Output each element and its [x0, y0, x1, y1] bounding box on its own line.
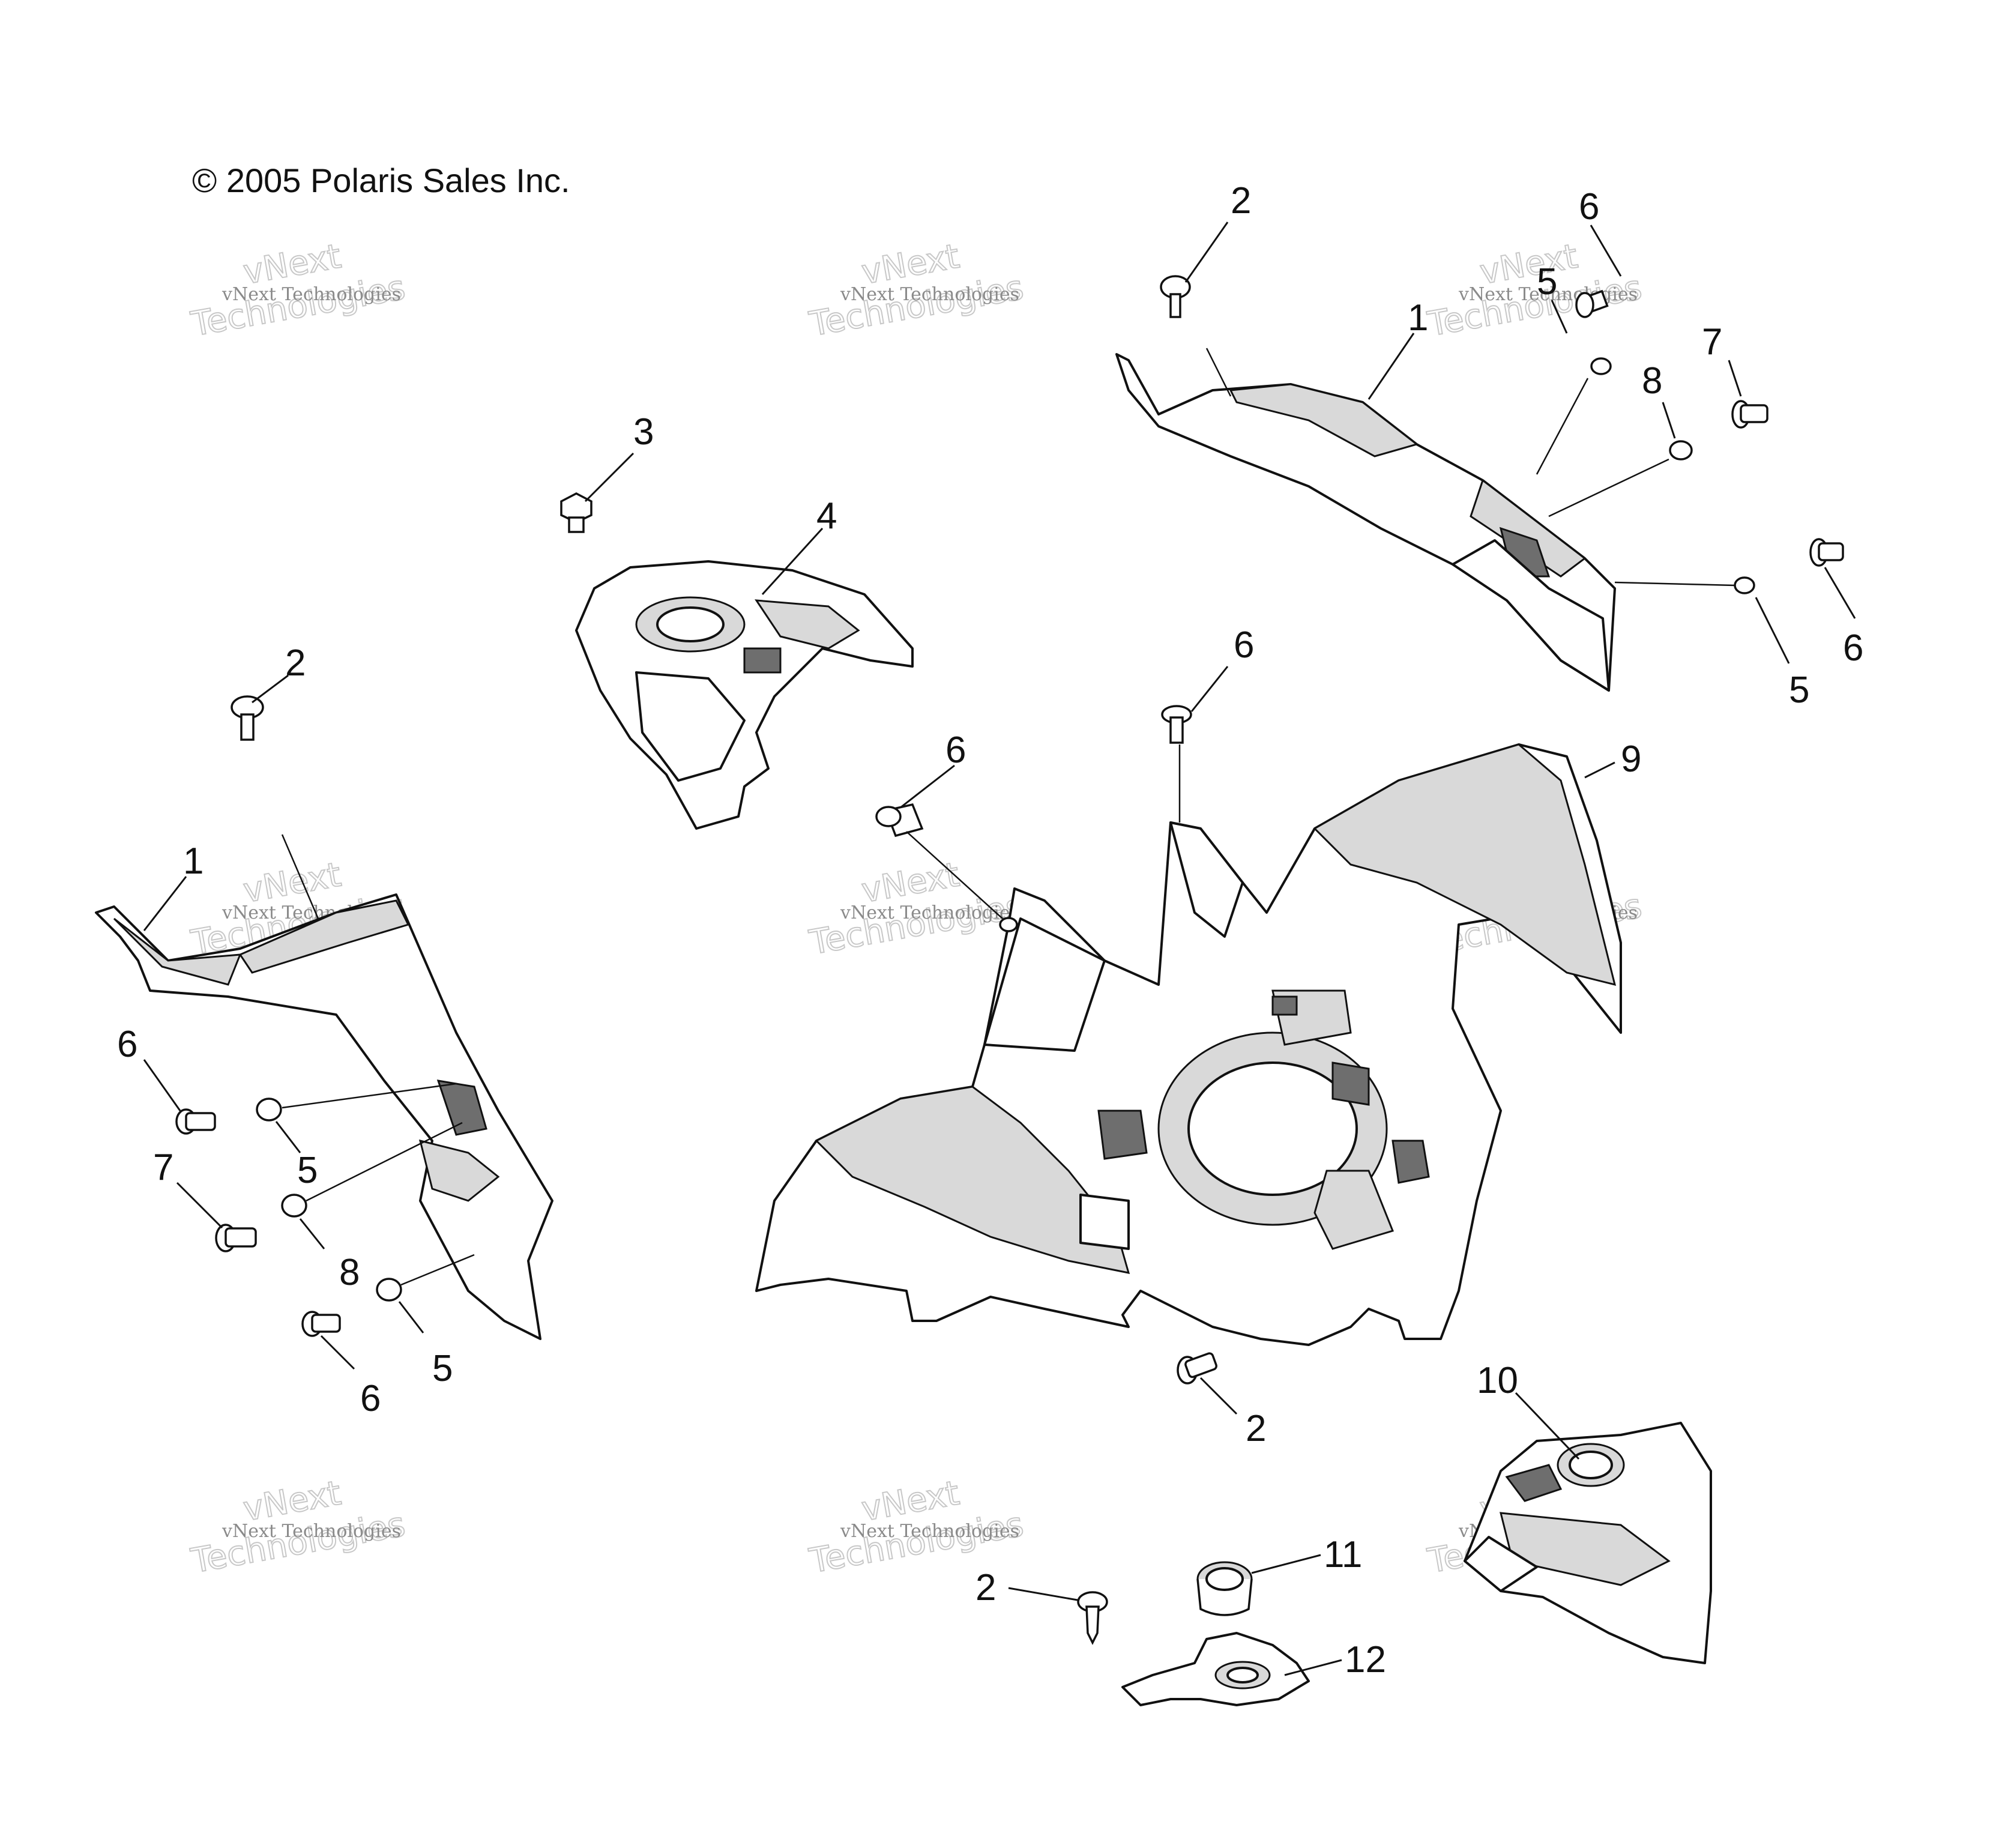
washer-5-right [1734, 576, 1755, 594]
washer-5-top [1590, 357, 1612, 375]
screw-2-bottom [1077, 1591, 1108, 1645]
screw-2-left [231, 695, 264, 741]
callout-3: 3 [633, 411, 654, 453]
part-12-bracket [1121, 1632, 1310, 1706]
callout-1-top: 1 [1408, 297, 1428, 339]
callout-5-lower-left: 5 [432, 1348, 453, 1389]
screw-2-top [1160, 275, 1191, 318]
screw-6-right [1809, 538, 1844, 567]
callout-6-center: 6 [1234, 624, 1254, 666]
callout-8-left: 8 [339, 1252, 360, 1293]
nut-center [999, 917, 1018, 932]
part-4-rear-cover [575, 560, 914, 830]
screw-6-lower-left [301, 1311, 341, 1337]
callout-1-left: 1 [183, 841, 204, 882]
screw-7-top [1731, 400, 1768, 429]
svg-text:vNext Technologies: vNext Technologies [840, 1521, 1019, 1542]
callout-7-left: 7 [153, 1147, 173, 1188]
copyright-text: © 2005 Polaris Sales Inc. [192, 162, 570, 199]
svg-text:vNext Technologies: vNext Technologies [840, 902, 1019, 923]
screw-6-top-right [1575, 289, 1609, 318]
screw-6-center-left [875, 803, 924, 838]
screw-7-left [215, 1224, 257, 1252]
callout-6-right: 6 [1843, 627, 1863, 669]
callout-10: 10 [1477, 1360, 1518, 1401]
callout-numbers: 2 6 1 5 8 7 5 6 3 4 2 6 9 6 1 6 5 7 8 5 … [117, 180, 1863, 1680]
svg-text:vNext Technologies: vNext Technologies [222, 1521, 401, 1542]
leader-lines [143, 222, 1856, 1676]
callout-9: 9 [1621, 738, 1641, 780]
hardware [175, 275, 1844, 1645]
callout-2-top: 2 [1231, 180, 1251, 222]
screw-2-bottom-center [1177, 1352, 1217, 1384]
watermark-2: Technologies vNext vNext Technologies [806, 236, 1027, 345]
washer-8-left [281, 1194, 307, 1218]
callout-6-lower-left: 6 [360, 1378, 381, 1419]
callout-2-bottom: 2 [975, 1567, 996, 1608]
callout-6-center-left: 6 [945, 729, 966, 771]
watermark-small: vNext Technologies [222, 284, 401, 305]
watermark-5: Technologies vNext vNext Technologies [806, 854, 1027, 963]
washer-8-top [1669, 440, 1693, 460]
callout-12: 12 [1345, 1639, 1386, 1680]
callout-2-left: 2 [285, 642, 306, 684]
callout-8-top: 8 [1642, 360, 1662, 402]
part-1-upper-cover [1115, 353, 1616, 692]
screw-6-left [175, 1108, 216, 1135]
washer-5-left [256, 1098, 282, 1122]
callout-6-top-right: 6 [1579, 186, 1599, 228]
part-11-grommet [1196, 1561, 1253, 1616]
callout-4: 4 [816, 495, 837, 537]
callout-5-right: 5 [1789, 669, 1809, 711]
watermark-1: Technologies vNext vNext Technologies [187, 236, 409, 345]
callout-5-left: 5 [297, 1150, 318, 1191]
screw-3 [560, 492, 592, 533]
callout-2-bottom-center: 2 [1246, 1408, 1266, 1449]
callout-6-left: 6 [117, 1024, 137, 1065]
callout-7-top: 7 [1702, 321, 1722, 363]
watermark-8: Technologies vNext vNext Technologies [806, 1473, 1027, 1581]
part-9-front-cabinet [755, 743, 1622, 1346]
screw-6-center [1161, 705, 1192, 744]
callout-11: 11 [1324, 1534, 1362, 1575]
svg-text:vNext Technologies: vNext Technologies [1458, 284, 1638, 305]
watermark-3: Technologies vNext vNext Technologies [1424, 236, 1645, 345]
callout-5-top: 5 [1537, 261, 1557, 303]
svg-text:vNext Technologies: vNext Technologies [840, 284, 1019, 305]
assembly-lines [281, 348, 1735, 1286]
part-10-lower-housing [1464, 1422, 1712, 1664]
watermark-7: Technologies vNext vNext Technologies [187, 1473, 409, 1581]
part-1-left-panel [95, 893, 553, 1340]
washer-5-lower-left [376, 1278, 402, 1302]
